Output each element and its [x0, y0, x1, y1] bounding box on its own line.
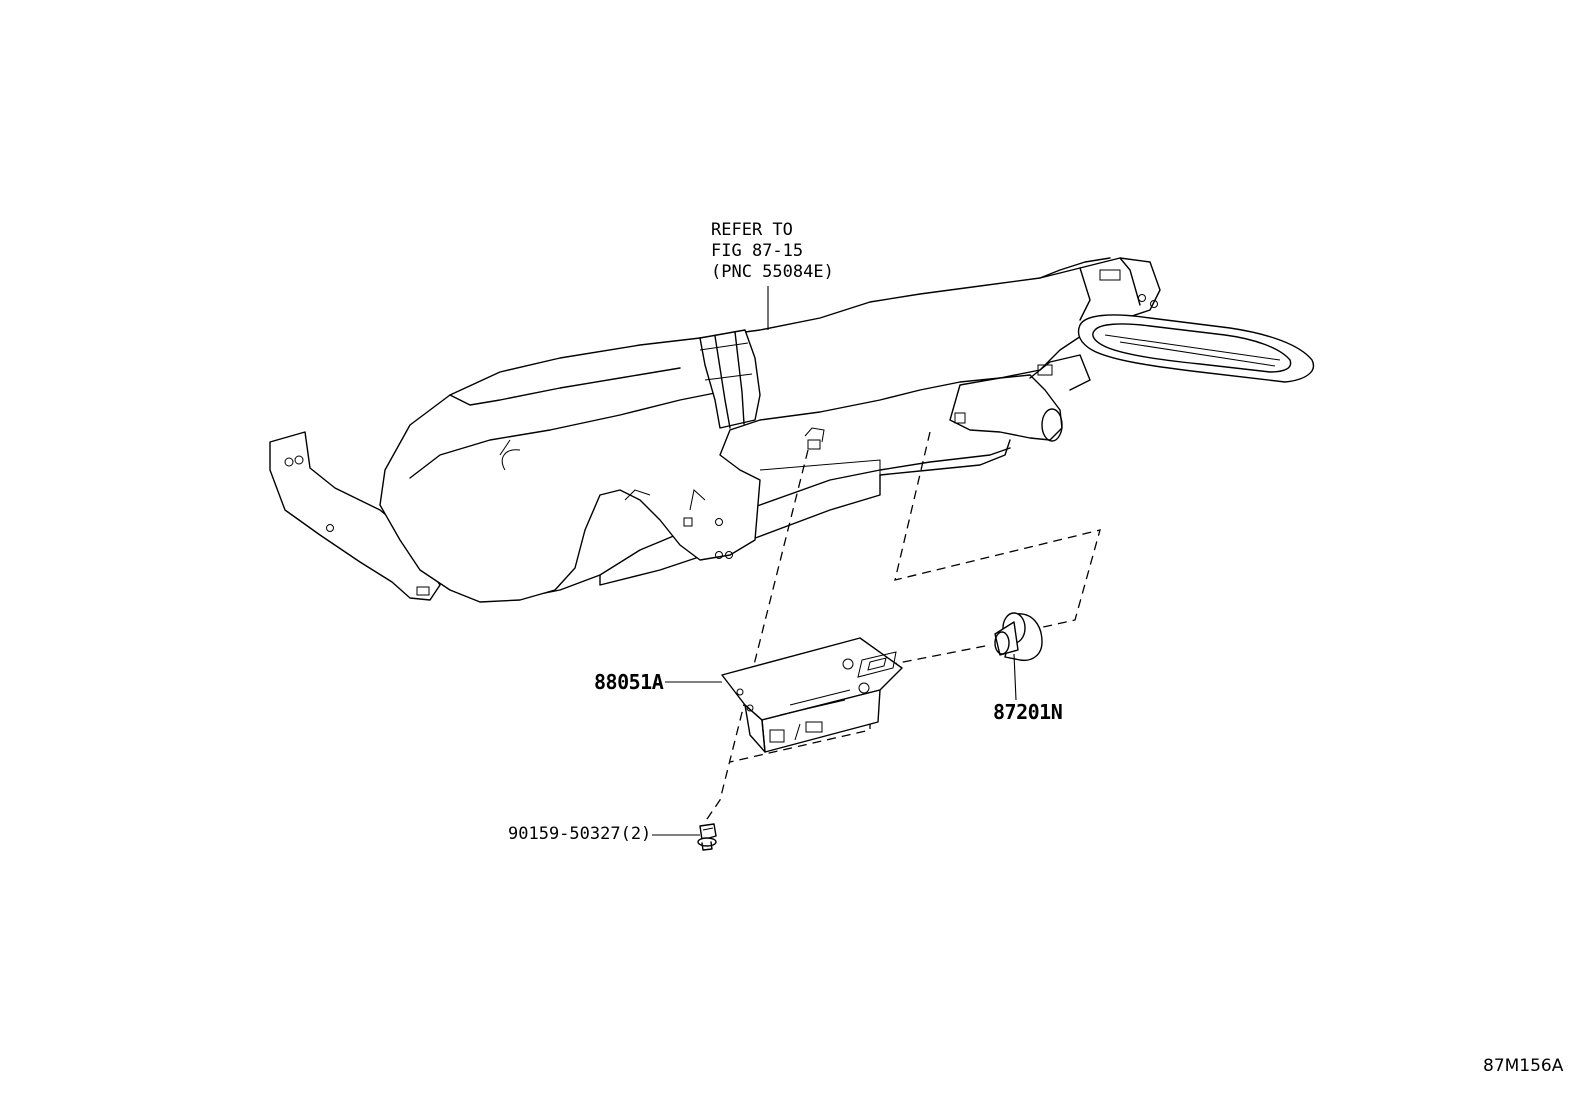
- figure-id: 87M156A: [1483, 1056, 1564, 1076]
- bulb-87201n: [994, 612, 1043, 662]
- refer-line-2: FIG 87-15: [711, 241, 804, 261]
- refer-line-1: REFER TO: [711, 220, 793, 240]
- assembly-dashed-lines: [704, 431, 1101, 823]
- part-number-87201n: 87201N: [993, 700, 1063, 724]
- bracket-88051a: [721, 637, 903, 753]
- refer-line-3: (PNC 55084E): [711, 262, 834, 282]
- part-number-88051a: 88051A: [594, 670, 664, 694]
- part-number-90159-50327: 90159-50327(2): [508, 824, 652, 844]
- console-duct-assembly: [269, 257, 1315, 603]
- leader-lines: [652, 286, 1017, 836]
- refer-callout: REFER TO FIG 87-15 (PNC 55084E): [711, 220, 834, 283]
- screw-90159-50327: [697, 823, 717, 851]
